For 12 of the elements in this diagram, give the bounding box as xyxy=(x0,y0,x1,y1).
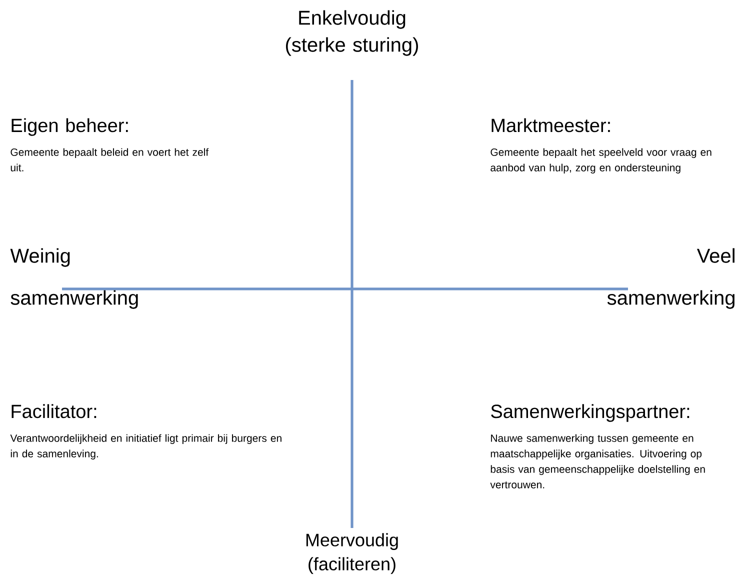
axis-label: Weinig samenwerking xyxy=(10,248,138,309)
quadrant-heading: Marktmeester: xyxy=(492,118,610,132)
quadrant-description: Gemeente bepaalt beleid en voert het zelf uit. xyxy=(10,148,209,172)
axis-label: Meervoudig (faciliteren) xyxy=(306,533,398,574)
quadrant-heading: Samenwerkingspartner: xyxy=(491,404,690,422)
quadrant-description: Gemeente bepaalt het speelveld voor vraag en aanbod van hulp, zorg en ondersteuning xyxy=(490,148,712,174)
quadrant-heading: Eigen beheer: xyxy=(12,118,128,136)
quadrant-heading: Facilitator: xyxy=(12,404,96,418)
axis-label: Enkelvoudig (sterke sturing) xyxy=(286,10,418,56)
quadrant-description: Verantwoordelijkheid en initiatief ligt primair bij burgers en in de samenleving. xyxy=(10,434,282,460)
quadrant-description: Nauwe samenwerking tussen gemeente en maatschappelijke organisaties. Uitvoering op basis van gemeenschappelijke doelstelling en vertrouwen. xyxy=(490,434,705,488)
axis-label: Veel samenwerking xyxy=(607,248,734,309)
